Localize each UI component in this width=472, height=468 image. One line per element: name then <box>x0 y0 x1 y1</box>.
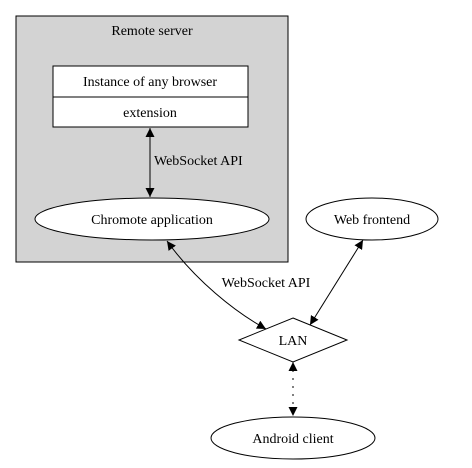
browser-record-node: Instance of any browser extension <box>52 65 249 128</box>
web-frontend-label: Web frontend <box>334 213 410 228</box>
edge-frontend-lan-line <box>309 239 364 326</box>
android-client-ellipse <box>210 416 376 460</box>
web-frontend-ellipse <box>305 197 439 241</box>
edge-browser-chromote-label: WebSocket API <box>154 154 243 169</box>
android-client-label: Android client <box>252 432 333 447</box>
browser-record-top-label: Instance of any browser <box>83 75 217 90</box>
edge-chromote-lan-label: WebSocket API <box>222 276 311 291</box>
edge-frontend-to-lan <box>309 239 364 326</box>
lan-label: LAN <box>279 334 308 349</box>
android-client-node: Android client <box>210 416 376 460</box>
lan-node: LAN <box>237 317 349 363</box>
edge-chromote-lan-line <box>166 240 267 330</box>
browser-record-bottom-label: extension <box>123 106 177 121</box>
chromote-application-node: Chromote application <box>34 197 270 241</box>
web-frontend-node: Web frontend <box>305 197 439 241</box>
chromote-application-ellipse <box>34 197 270 241</box>
edge-chromote-to-lan: WebSocket API <box>166 240 311 330</box>
edge-browser-to-chromote: WebSocket API <box>145 128 243 197</box>
chromote-application-label: Chromote application <box>91 213 213 228</box>
cluster-label: Remote server <box>111 24 193 39</box>
